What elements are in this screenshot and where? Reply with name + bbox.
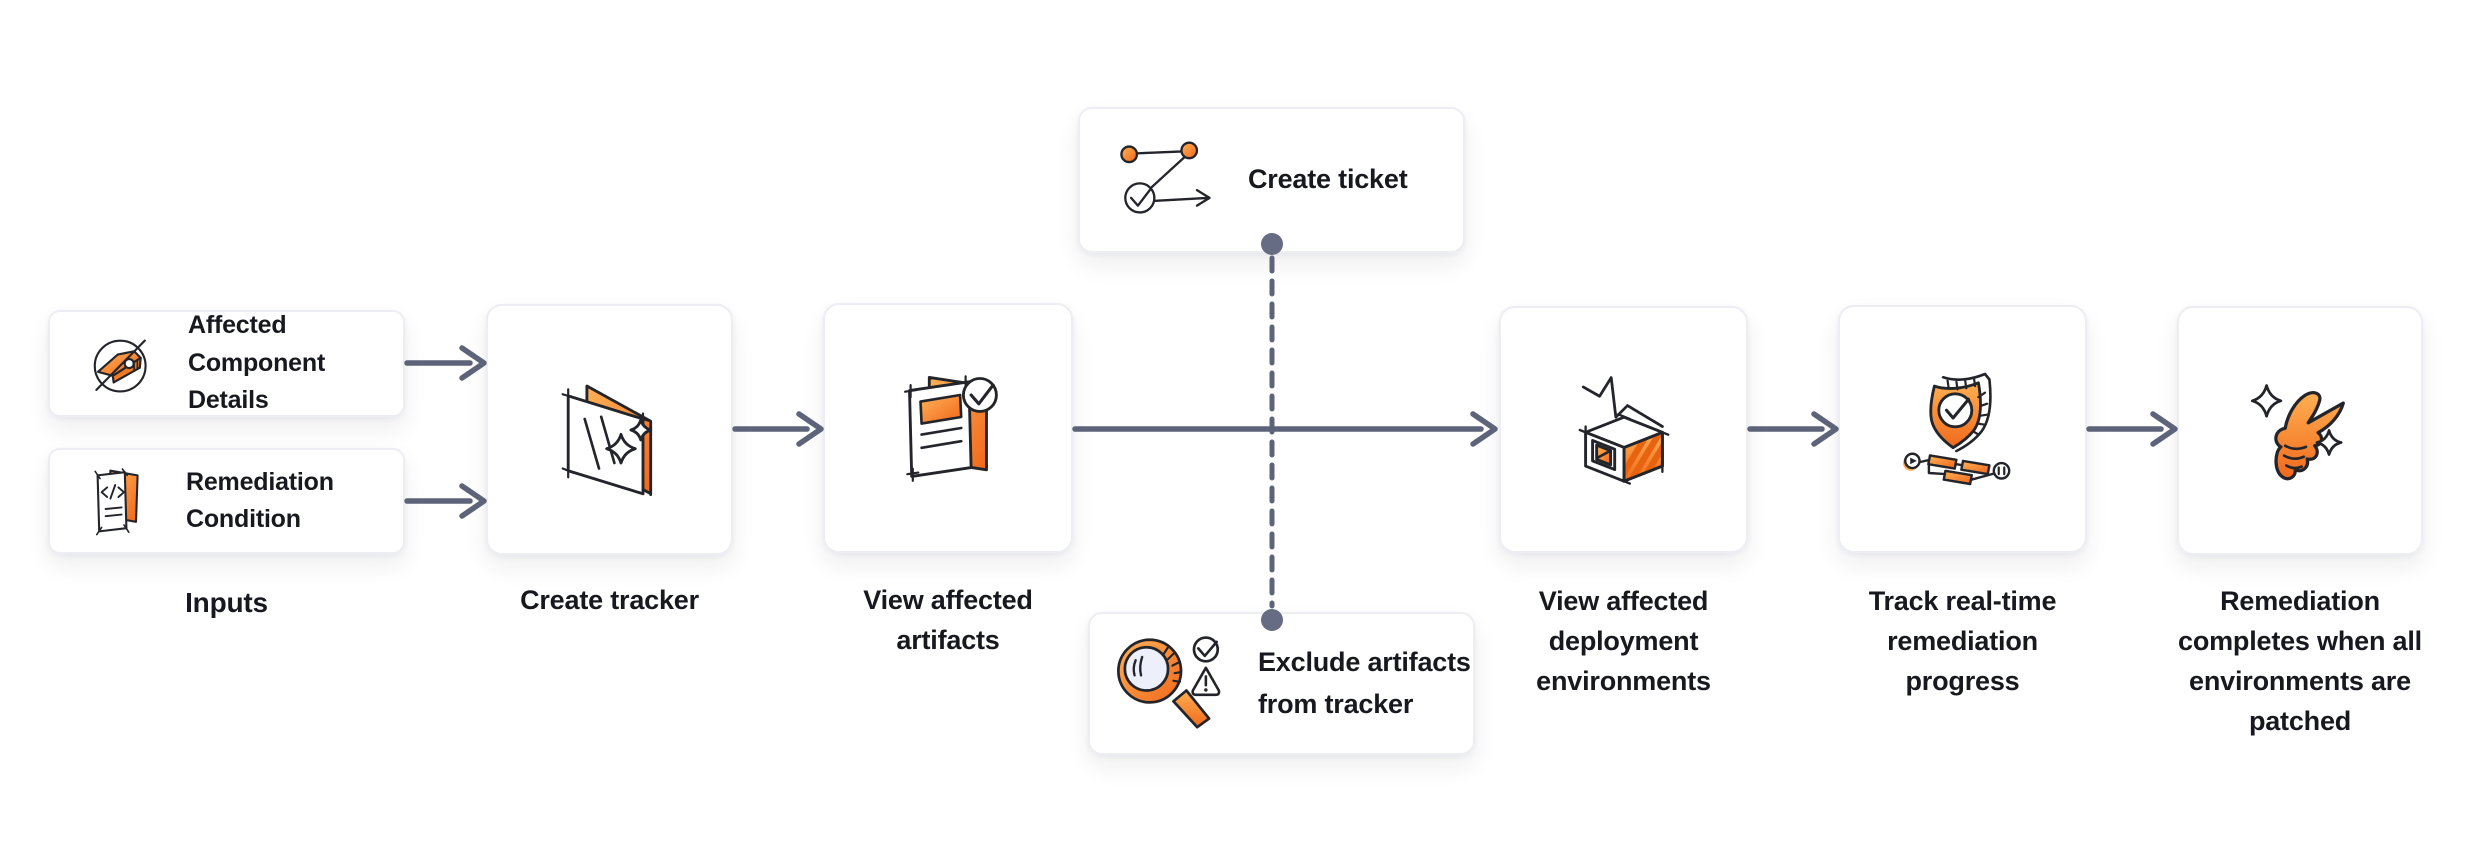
arrow-artifacts-to-deployment [1072,411,1498,447]
step-label-track-progress: Track real-time remediation progress [1868,586,2057,696]
arrow-input1-to-tracker [404,345,487,381]
shield-check-pipeline-icon [1902,372,2010,486]
route-ticket-check-icon [1120,141,1211,214]
input-card-affected-component: Affected Component Details [48,310,405,417]
step-label-create-tracker: Create tracker [520,585,699,615]
input-card-remediation-condition: Remediation Condition [48,448,405,554]
arrow-tracker-to-artifacts [732,411,824,447]
step-label-remediation-complete: Remediation completes when all environme… [2178,586,2422,736]
thumbs-up-sparkles-icon [2250,383,2345,480]
deployment-cube-icon [1578,375,1669,485]
step-card-create-tracker [486,304,733,555]
branch-label-create-ticket: Create ticket [1248,164,1408,195]
arrow-track-to-done [2086,411,2178,447]
arrow-deployment-to-track [1747,411,1839,447]
code-document-icon [94,468,139,536]
input-card-label: Affected Component Details [188,311,326,415]
step-card-view-artifacts [823,303,1073,553]
step-card-remediation-complete [2177,306,2423,555]
branch-card-create-ticket: Create ticket [1078,107,1465,253]
arrow-input2-to-tracker [404,483,487,519]
step-card-deployment-environments [1499,306,1748,553]
artifact-document-check-icon [904,375,998,482]
step-label-view-artifacts: View affected artifacts [863,585,1033,655]
step-label-deployment-environments: View affected deployment environments [1536,586,1711,696]
step-card-track-progress [1838,305,2087,553]
prohibited-component-icon [93,339,147,393]
branch-label-exclude-artifacts: Exclude artifacts from tracker [1258,646,1471,719]
branch-card-exclude-artifacts: Exclude artifacts from tracker [1088,612,1475,755]
inputs-group-label: Inputs [185,587,268,618]
tracker-pages-sparkle-icon [561,384,652,496]
input-card-label: Remediation Condition [186,467,334,534]
magnifier-check-warning-icon [1117,635,1221,729]
